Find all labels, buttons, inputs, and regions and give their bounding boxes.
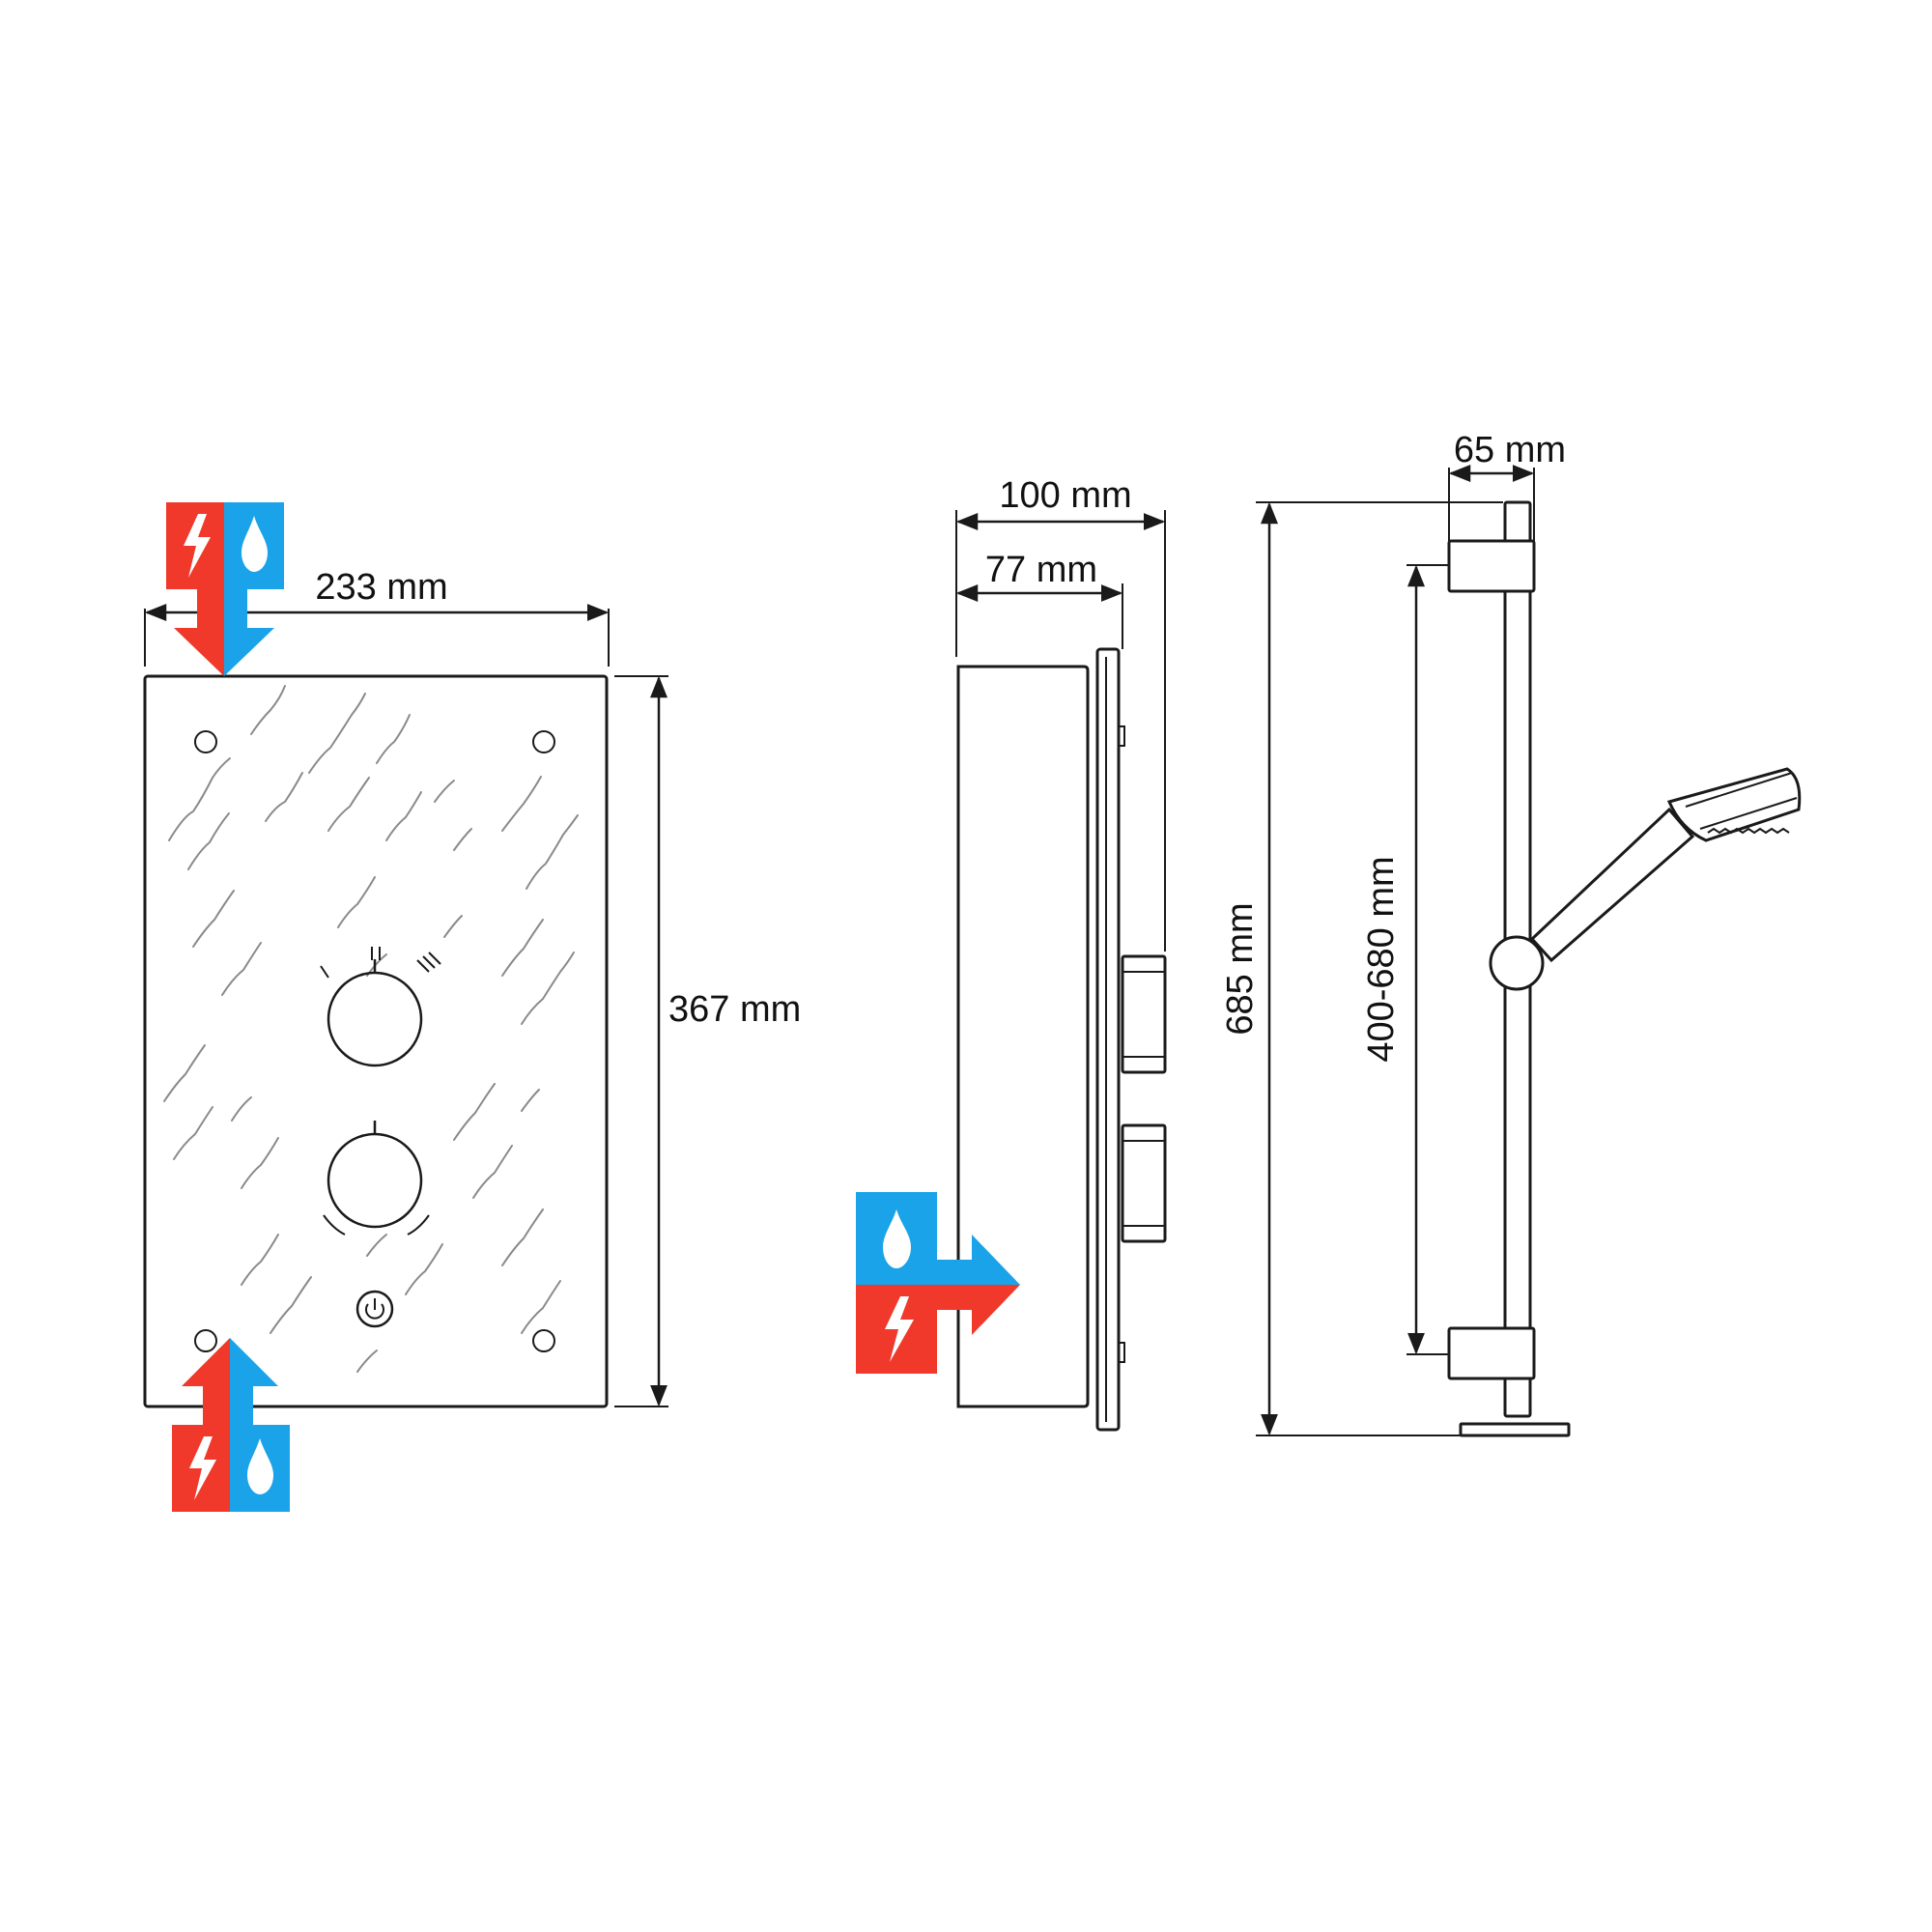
riser-rail: 65 mm 685 mm 400-680 mm	[1220, 430, 1802, 1437]
side-depth-body-label: 77 mm	[985, 550, 1097, 590]
water-drop-icon	[883, 1209, 911, 1268]
side-view: 100 mm 77 mm	[856, 475, 1167, 1432]
bottom-supply-inlet-icon	[172, 1338, 290, 1512]
rail-base-plate	[1459, 1422, 1571, 1437]
screw-hole-top-right	[532, 730, 555, 753]
power-setting-dial[interactable]	[320, 947, 441, 1067]
front-view: 233 mm	[143, 502, 801, 1512]
lightning-bolt-icon	[184, 514, 211, 578]
rail-adjust-range-dimension: 400-680 mm	[1361, 564, 1488, 1355]
glass-texture	[163, 685, 579, 1373]
water-drop-icon	[242, 516, 268, 572]
water-drop-icon	[247, 1438, 273, 1494]
top-supply-inlet-icon	[166, 502, 284, 676]
front-width-label: 233 mm	[315, 567, 447, 608]
side-depth-total-label: 100 mm	[999, 475, 1131, 516]
screw-hole-top-left	[194, 730, 217, 753]
lightning-bolt-icon	[885, 1296, 914, 1362]
rail-top-bracket	[1447, 539, 1536, 593]
rail-height-label: 685 mm	[1220, 902, 1261, 1035]
front-height-dimension: 367 mm	[614, 675, 801, 1407]
screw-hole-bottom-right	[532, 1329, 555, 1352]
side-depth-total-dimension: 100 mm	[955, 475, 1166, 952]
side-supply-inlet-icon	[856, 1192, 1020, 1374]
screw-hole-bottom-left	[194, 1329, 217, 1352]
dial-side-profile-upper	[1121, 954, 1167, 1074]
rail-adjust-range-label: 400-680 mm	[1361, 856, 1402, 1062]
rail-width-dimension: 65 mm	[1448, 430, 1566, 541]
unit-fascia-profile	[1095, 647, 1121, 1432]
side-depth-body-dimension: 77 mm	[955, 550, 1123, 649]
dial-side-profile-lower	[1121, 1123, 1167, 1243]
power-button-icon[interactable]	[355, 1290, 394, 1328]
shower-handset	[1529, 767, 1802, 963]
rail-slider-holder[interactable]	[1489, 935, 1545, 991]
rail-bottom-bracket	[1447, 1326, 1536, 1380]
front-height-label: 367 mm	[668, 989, 801, 1030]
front-panel	[143, 674, 609, 1408]
rail-height-dimension: 685 mm	[1220, 501, 1503, 1436]
temperature-dial[interactable]	[323, 1121, 430, 1236]
lightning-bolt-icon	[189, 1436, 216, 1500]
rail-width-label: 65 mm	[1454, 430, 1566, 470]
unit-body-profile	[956, 665, 1090, 1408]
